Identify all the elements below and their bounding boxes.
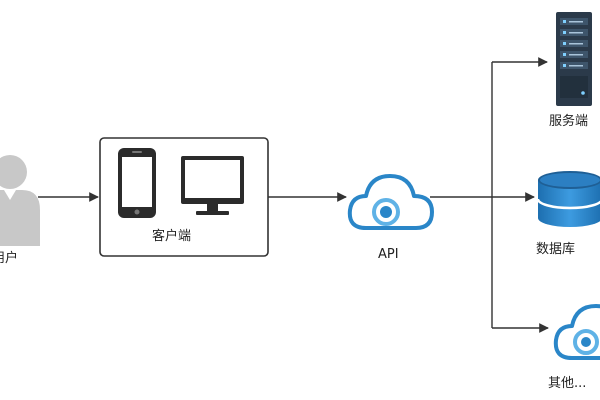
- smartphone-icon: [118, 148, 156, 218]
- client-label: 客户端: [152, 229, 192, 244]
- cloud-icon: [553, 304, 600, 360]
- user-label: 用户: [0, 251, 19, 266]
- database-label: 数据库: [536, 242, 576, 257]
- server-label: 服务端: [549, 114, 589, 129]
- other-label: 其他...: [548, 376, 587, 391]
- desktop-monitor-icon: [181, 156, 244, 215]
- api-label: API: [378, 247, 399, 262]
- cloud-icon: [347, 174, 434, 230]
- database-cylinder-icon: [536, 171, 600, 227]
- user-icon: [0, 155, 40, 246]
- server-rack-icon: [556, 12, 592, 106]
